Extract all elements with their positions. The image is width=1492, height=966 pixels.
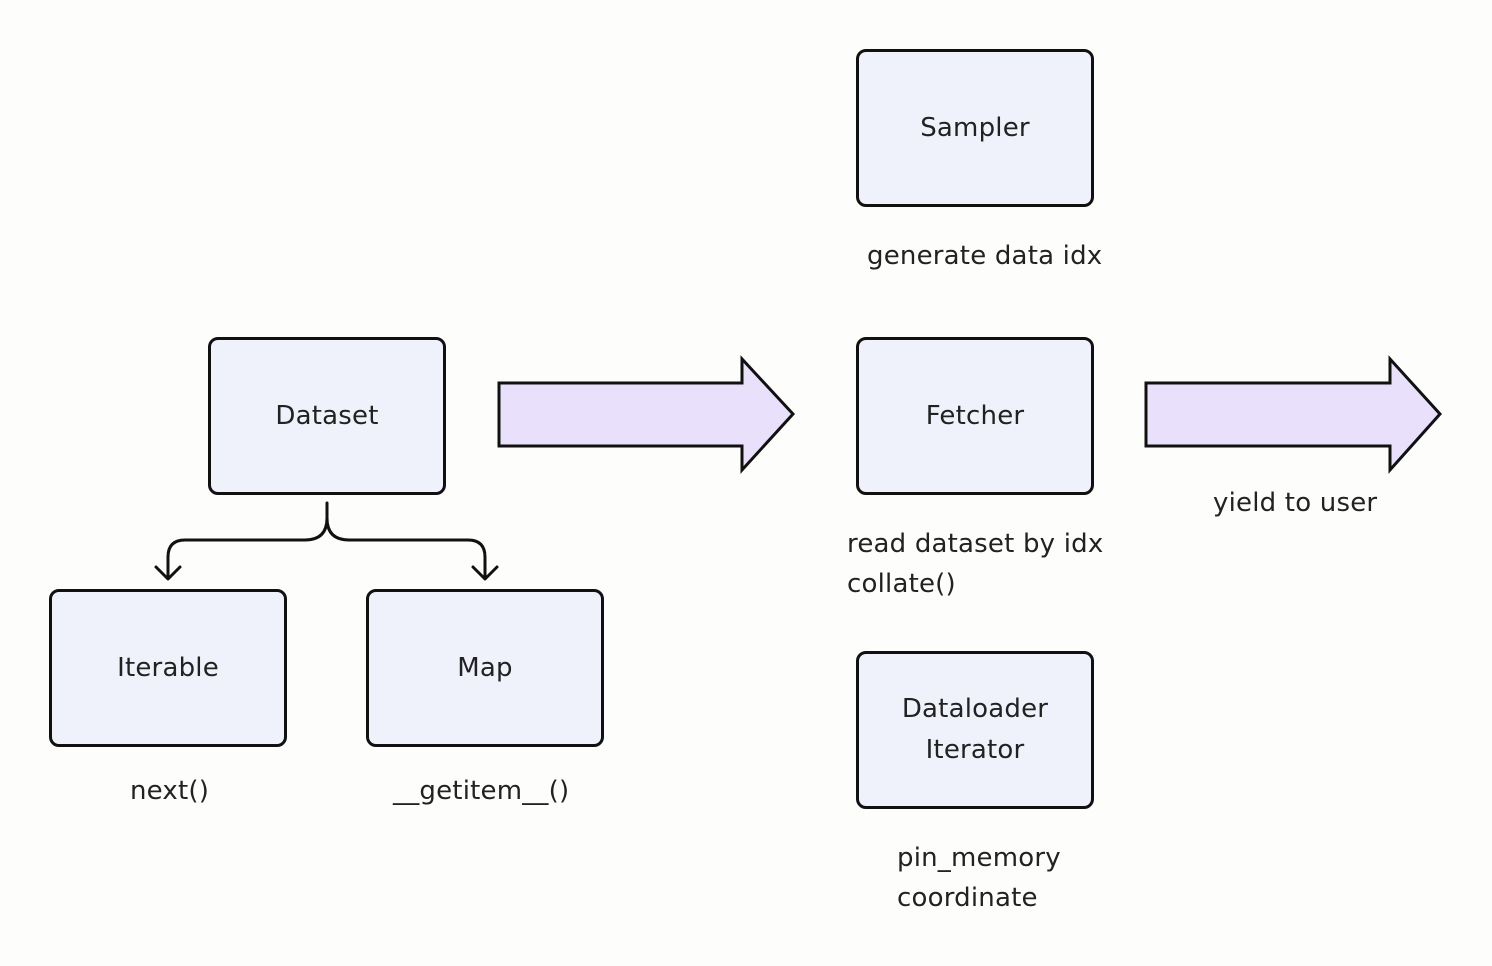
arrowhead-to-map bbox=[471, 565, 499, 581]
fetcher-caption-line2: collate() bbox=[847, 569, 956, 599]
dataloader-caption-line2: coordinate bbox=[897, 883, 1038, 913]
dataset-fork-connector bbox=[166, 501, 487, 580]
sampler-caption: generate data idx bbox=[867, 241, 1103, 271]
iterable-caption: next() bbox=[130, 776, 210, 806]
dataloader-iterator-label-line1: Dataloader bbox=[901, 694, 1049, 724]
dataloader-iterator-label-line2: Iterator bbox=[925, 735, 1025, 765]
dataloader-caption-line1: pin_memory bbox=[897, 843, 1061, 873]
fetcher-label: Fetcher bbox=[925, 400, 1025, 431]
yield-to-user-arrow bbox=[1144, 355, 1443, 474]
arrowhead-to-iterable bbox=[154, 565, 182, 581]
fetcher-node: Fetcher bbox=[856, 337, 1094, 495]
dataset-node: Dataset bbox=[208, 337, 446, 495]
fetcher-caption: read dataset by idx collate() bbox=[847, 524, 1103, 604]
fetcher-caption-line1: read dataset by idx bbox=[847, 529, 1104, 559]
dataset-label: Dataset bbox=[275, 400, 379, 431]
dataloader-iterator-caption: pin_memory coordinate bbox=[897, 838, 1061, 918]
map-caption: __getitem__() bbox=[393, 776, 570, 806]
dataset-to-fetcher-arrow bbox=[497, 355, 796, 474]
map-label: Map bbox=[457, 652, 513, 683]
iterable-node: Iterable bbox=[49, 589, 287, 747]
map-node: Map bbox=[366, 589, 604, 747]
sampler-node: Sampler bbox=[856, 49, 1094, 207]
yield-to-user-label: yield to user bbox=[1213, 488, 1378, 518]
dataloader-iterator-node: Dataloader Iterator bbox=[856, 651, 1094, 809]
iterable-label: Iterable bbox=[117, 652, 219, 683]
sampler-label: Sampler bbox=[920, 112, 1030, 143]
